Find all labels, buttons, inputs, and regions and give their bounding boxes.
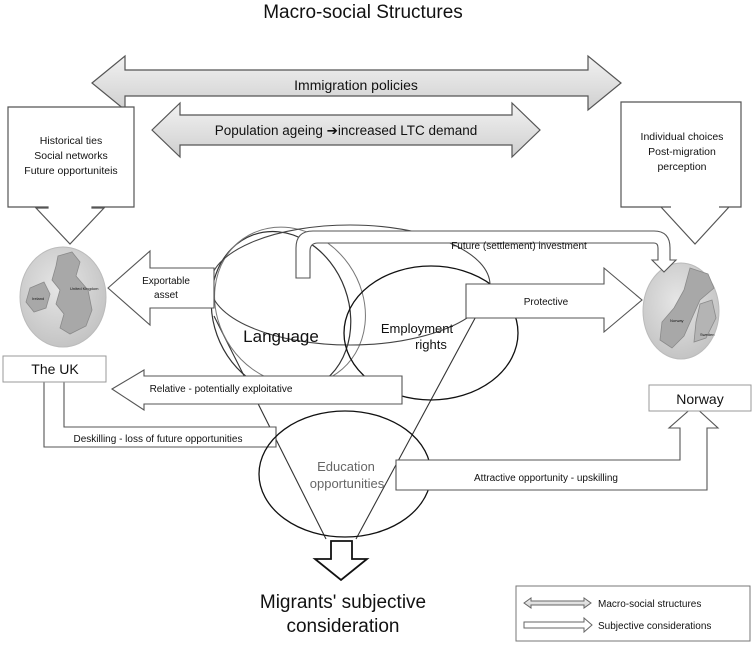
uk-label-box: The UK xyxy=(2,355,107,383)
employment-rights-label-2: rights xyxy=(415,337,447,352)
language-label: Language xyxy=(243,327,319,346)
exportable-asset-label-2: asset xyxy=(154,290,178,301)
employment-rights-label-1: Employment xyxy=(381,321,454,336)
norway-map-icon: Norway Sweden xyxy=(642,262,720,360)
bottom-down-arrow xyxy=(312,540,370,582)
population-ageing-label: Population ageing ➔increased LTC demand xyxy=(215,123,477,138)
education-label-2: opportunities xyxy=(310,476,385,491)
education-label-1: Education xyxy=(317,459,375,474)
attractive-opportunity-label: Attractive opportunity - upskilling xyxy=(474,473,618,484)
attractive-opportunity-arrow: Attractive opportunity - upskilling xyxy=(395,405,720,491)
legend-subjective-label: Subjective considerations xyxy=(598,621,711,632)
subjective-consideration-line1: Migrants' subjective xyxy=(260,592,426,613)
immigration-policies-label: Immigration policies xyxy=(294,77,418,93)
future-investment-arrow: Future (settlement) investment xyxy=(295,230,678,279)
norway-map-label: Norway xyxy=(670,318,684,323)
norway-label-box: Norway xyxy=(648,384,752,412)
uk-callout-line3: Future opportuniteis xyxy=(24,165,117,177)
protective-label: Protective xyxy=(524,297,569,308)
norway-callout-line1: Individual choices xyxy=(641,131,724,143)
future-investment-label: Future (settlement) investment xyxy=(451,241,587,252)
ireland-map-label: Ireland xyxy=(32,296,44,301)
uk-label: The UK xyxy=(31,361,79,377)
legend-macro-arrow xyxy=(523,597,592,609)
uk-callout: Historical ties Social networks Future o… xyxy=(7,106,135,245)
relative-exploitative-arrow: Relative - potentially exploitative xyxy=(110,369,403,412)
exportable-asset-label-1: Exportable xyxy=(142,276,190,287)
immigration-policies-arrow: Immigration policies xyxy=(91,54,622,112)
relative-exploitative-label: Relative - potentially exploitative xyxy=(150,384,293,395)
legend: Macro-social structures Subjective consi… xyxy=(515,585,751,642)
uk-map-icon: United Kingdom Ireland xyxy=(19,246,107,348)
population-ageing-arrow: Population ageing ➔increased LTC demand xyxy=(151,101,541,159)
uk-callout-line2: Social networks xyxy=(34,150,108,162)
subjective-consideration-line2: consideration xyxy=(286,616,399,637)
legend-macro-label: Macro-social structures xyxy=(598,599,701,610)
norway-callout: Individual choices Post-migration percep… xyxy=(620,101,742,245)
diagram-title: Macro-social Structures xyxy=(263,2,463,23)
sweden-map-label: Sweden xyxy=(700,332,714,337)
uk-map-label: United Kingdom xyxy=(70,286,99,291)
norway-callout-line2: Post-migration xyxy=(648,146,716,158)
employment-rights-circle xyxy=(343,265,519,401)
deskilling-label: Deskilling - loss of future opportunitie… xyxy=(74,434,243,445)
exportable-asset-arrow: Exportable asset xyxy=(107,249,215,327)
norway-callout-line3: perception xyxy=(657,161,706,173)
norway-label: Norway xyxy=(676,391,723,407)
legend-subjective-arrow xyxy=(523,616,593,634)
uk-callout-line1: Historical ties xyxy=(40,135,102,147)
protective-arrow: Protective xyxy=(465,266,643,334)
